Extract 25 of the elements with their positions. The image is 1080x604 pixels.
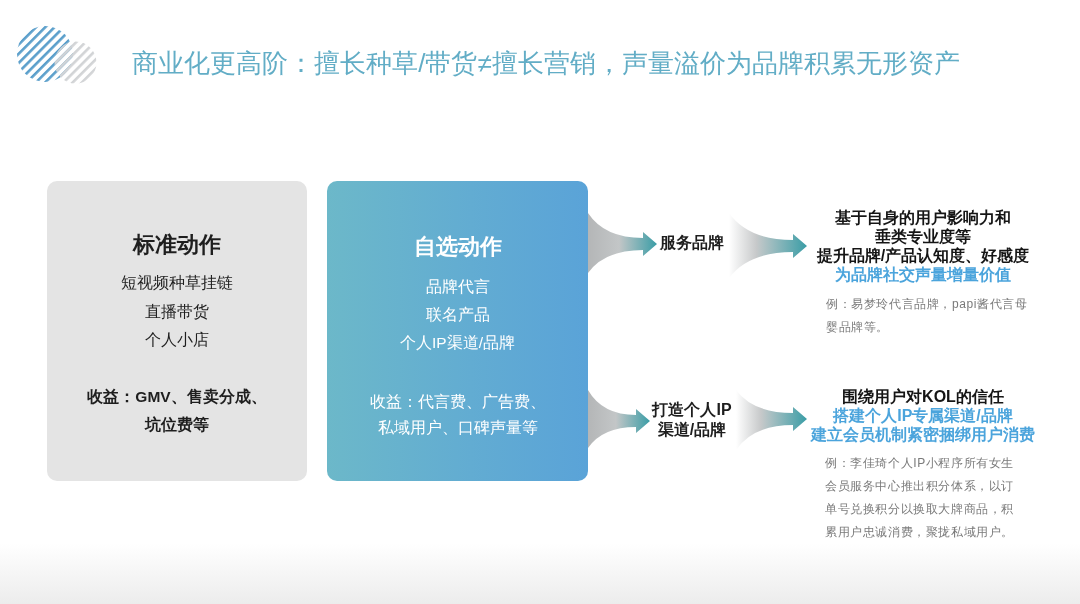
action-card (327, 181, 588, 481)
arrow (588, 213, 657, 273)
card-heading: 标准动作 (133, 231, 221, 259)
card-heading: 自选动作 (413, 233, 502, 261)
arrow (588, 390, 650, 448)
body-text: 提升品牌/产品认知度、好感度 (816, 246, 1030, 265)
highlight-text: 搭建个人IP专属渠道/品牌 (833, 406, 1013, 425)
slide-title: 商业化更高阶：擅长种草/带货≠擅长营销，声量溢价为品牌积累无形资产 (132, 48, 960, 78)
list-item: 联名产品 (425, 305, 490, 325)
list-item: 直播带货 (145, 302, 209, 322)
list-item: 短视频种草挂链 (121, 273, 233, 293)
action-card (47, 181, 307, 481)
income-text: 收益：代言费、广告费、私域用户、口碑声量等 (368, 392, 547, 438)
step-label: 服务品牌 (658, 232, 726, 254)
body-text: 围绕用户对KOL的信任 (842, 387, 1004, 406)
list-item: 个人小店 (145, 330, 209, 350)
step-label: 打造个人IP渠道/品牌 (651, 400, 733, 442)
example-note: 例：李佳琦个人IP小程序所有女生会员服务中心推出积分体系，以订单号兑换积分以换取大牌商品，积累用户忠诚消费，聚拢私域用户。 (825, 455, 1015, 541)
highlight-text: 为品牌社交声量增量价值 (835, 265, 1011, 284)
list-item: 个人IP渠道/品牌 (400, 333, 515, 353)
body-text: 基于自身的用户影响力和垂类专业度等 (834, 208, 1012, 246)
highlight-text: 建立会员机制紧密捆绑用户消费 (811, 425, 1035, 444)
income-text: 收益：GMV、售卖分成、坑位费等 (86, 387, 268, 435)
example-note: 例：易梦玲代言品牌，papi酱代言母婴品牌等。 (826, 296, 1029, 336)
list-item: 品牌代言 (425, 277, 490, 297)
